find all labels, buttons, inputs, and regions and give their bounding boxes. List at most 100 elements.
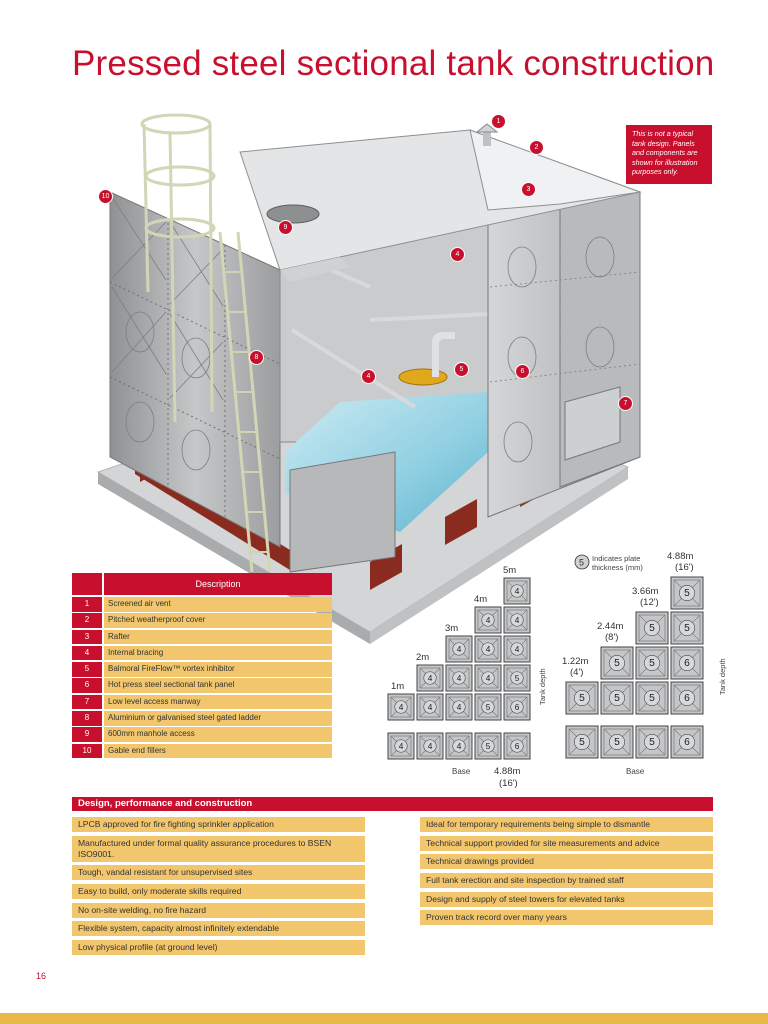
row-number: 1: [72, 597, 102, 612]
plate-right-base: 5: [635, 725, 669, 759]
left-tank-depth-label: Tank depth: [538, 668, 547, 705]
plate-left-base: 4: [416, 732, 444, 760]
plate-right: 5: [600, 681, 634, 715]
plate-left-base: 6: [503, 732, 531, 760]
height-label-ft: (8'): [605, 632, 618, 643]
plate-right: 5: [670, 576, 704, 610]
right-tank-depth-label: Tank depth: [718, 658, 727, 695]
feature-item: Flexible system, capacity almost infinit…: [72, 921, 365, 937]
callout-4-upper: 4: [450, 247, 465, 262]
feature-item: Manufactured under formal quality assura…: [72, 835, 365, 862]
callout-2: 2: [529, 140, 544, 155]
callout-4-lower: 4: [361, 369, 376, 384]
design-left-column: LPCB approved for fire fighting sprinkle…: [72, 817, 365, 959]
illustration-note: This is not a typical tank design. Panel…: [626, 125, 712, 184]
row-number: 2: [72, 613, 102, 628]
height-label-ft: (12'): [640, 597, 659, 608]
row-number: 4: [72, 645, 102, 661]
plate-thickness-label: 4: [428, 702, 433, 712]
callout-6: 6: [515, 364, 530, 379]
plate-thickness-label: 5: [649, 693, 655, 704]
plate-thickness-label: 6: [684, 693, 690, 704]
plate-thickness-label: 5: [649, 737, 655, 748]
legend-marker: 5: [579, 558, 584, 568]
plate-thickness-label: 4: [515, 644, 520, 654]
ladder: [140, 113, 272, 573]
plate-left-base: 4: [387, 732, 415, 760]
height-label: 3m: [445, 623, 458, 634]
height-label: 4m: [474, 594, 487, 605]
vortex-inhibitor: [398, 332, 455, 386]
row-text: Screened air vent: [104, 597, 332, 612]
feature-item: Technical drawings provided: [420, 854, 713, 870]
legend-text-1: Indicates plate: [592, 554, 640, 563]
row-text: Gable end fillers: [104, 743, 332, 759]
feature-item: LPCB approved for fire fighting sprinkle…: [72, 817, 365, 832]
height-label-ft: (4'): [570, 667, 583, 678]
left-base-label: Base: [452, 767, 471, 776]
row-number: 10: [72, 743, 102, 759]
callout-5: 5: [454, 362, 469, 377]
feature-item: Easy to build, only moderate skills requ…: [72, 884, 365, 900]
height-label: 2.44m: [597, 621, 623, 632]
plate-thickness-label: 4: [428, 741, 433, 751]
plate-left-base: 4: [445, 732, 473, 760]
callout-8: 8: [249, 350, 264, 365]
feature-item: Full tank erection and site inspection b…: [420, 873, 713, 889]
plate-thickness-label: 6: [515, 741, 520, 751]
row-text: Hot press steel sectional tank panel: [104, 678, 332, 693]
plate-right-base: 6: [670, 725, 704, 759]
callout-1: 1: [491, 114, 506, 129]
left-width-label: 4.88m: [494, 766, 520, 777]
feature-item: Tough, vandal resistant for unsupervised…: [72, 865, 365, 881]
legend-text-2: thickness (mm): [592, 563, 643, 572]
design-right-column: Ideal for temporary requirements being s…: [420, 817, 713, 929]
plate-thickness-label: 5: [614, 693, 620, 704]
row-number: 7: [72, 694, 102, 710]
page-number: 16: [36, 971, 47, 981]
page-title: Pressed steel sectional tank constructio…: [72, 44, 715, 83]
plate-left: 4: [387, 693, 415, 721]
feature-item: Proven track record over many years: [420, 910, 713, 926]
row-text: Low level access manway: [104, 694, 332, 710]
description-header-label: Description: [104, 573, 332, 595]
plate-thickness-label: 6: [515, 702, 520, 712]
plate-thickness-label: 5: [684, 623, 690, 634]
footer-bar: [0, 1013, 768, 1024]
height-label-ft: (16'): [675, 562, 694, 573]
height-label: 3.66m: [632, 586, 658, 597]
row-text: Rafter: [104, 629, 332, 645]
plate-right: 5: [635, 681, 669, 715]
callout-9: 9: [278, 220, 293, 235]
row-number: 3: [72, 629, 102, 645]
right-plate-grid: 51.22m(4')552.44m(8')5553.66m(12')66554.…: [562, 551, 704, 759]
description-header: Description: [72, 573, 332, 595]
plate-thickness-label: 5: [579, 737, 585, 748]
plate-left: 5: [503, 664, 531, 692]
plate-thickness-label: 4: [457, 741, 462, 751]
plate-left: 5: [474, 693, 502, 721]
plate-right: 5: [670, 611, 704, 645]
plate-thickness-label: 5: [515, 673, 520, 683]
plate-thickness-label: 4: [428, 673, 433, 683]
row-text: Balmoral FireFlow™ vortex inhibitor: [104, 662, 332, 677]
plate-right-base: 5: [565, 725, 599, 759]
plate-thickness-label: 5: [579, 693, 585, 704]
plate-left: 4: [445, 693, 473, 721]
plate-thickness-label: 5: [486, 741, 491, 751]
plate-right: 5: [600, 646, 634, 680]
plate-left: 4: [445, 635, 473, 663]
height-label: 2m: [416, 652, 429, 663]
height-label: 5m: [503, 565, 516, 576]
plate-left: 6: [503, 693, 531, 721]
